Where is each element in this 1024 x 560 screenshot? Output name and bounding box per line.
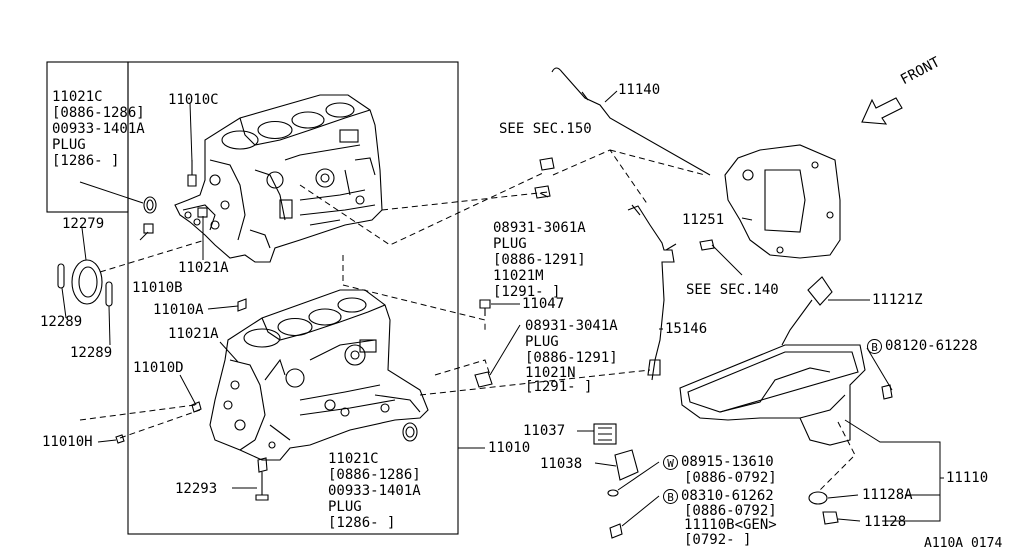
diagram-id: A110A 0174 (924, 536, 1003, 551)
label-range-1291-a: [1291- ] (493, 284, 561, 300)
label-00933-upper: 00933-1401A (52, 121, 145, 137)
label-12289-a: 12289 (40, 314, 83, 330)
label-11021n: 11021N (525, 365, 576, 381)
bolt-11047 (479, 299, 491, 316)
label-08931-3041a: 08931-3041A (525, 318, 618, 334)
bolt-08120 (881, 384, 893, 400)
label-see-sec-150: SEE SEC.150 (499, 121, 592, 137)
dowel-12289-a (57, 263, 65, 289)
lower-plug-11010h (115, 434, 125, 444)
label-11021m: 11021M (493, 268, 544, 284)
oil-pan-11110 (679, 344, 866, 446)
plug-08931-3061a (534, 185, 551, 199)
label-plug-3061a: PLUG (493, 236, 527, 252)
label-11021a-upper: 11021A (178, 260, 229, 276)
part-11037 (593, 423, 617, 445)
washer-11128a (808, 491, 828, 505)
drain-plug-11128 (822, 511, 839, 525)
lower-cup-plug (402, 422, 418, 442)
plug-08931-3041a (474, 371, 493, 388)
upper-plug-11010b (143, 223, 154, 234)
lower-engine-block (209, 289, 429, 461)
label-range-0792: [0792- ] (684, 532, 752, 548)
label-08931-3061a: 08931-3061A (493, 220, 586, 236)
label-range-0886-1286-upper: [0886-1286] (52, 105, 145, 121)
bolt-sec150 (539, 157, 555, 171)
label-08310-text: 08310-61262 (681, 488, 774, 504)
label-11010d: 11010D (133, 360, 184, 376)
rear-plate-11251 (724, 144, 841, 259)
label-11021c-lower: 11021C (328, 451, 379, 467)
label-11010a: 11010A (153, 302, 204, 318)
label-08120-text: 08120-61228 (885, 338, 978, 354)
label-plug-lower: PLUG (328, 499, 362, 515)
bolt-sec140 (699, 239, 715, 251)
label-11038: 11038 (540, 456, 583, 472)
oil-pickup-11121z (781, 276, 833, 346)
dipstick-tube-15146 (627, 205, 675, 381)
dipstick-11140 (551, 67, 711, 176)
label-11021c-upper: 11021C (52, 89, 103, 105)
lower-plug-11010a (237, 298, 247, 312)
label-see-sec-140: SEE SEC.140 (686, 282, 779, 298)
part-11038 (614, 449, 639, 481)
label-11021a-lower: 11021A (168, 326, 219, 342)
label-11010h: 11010H (42, 434, 93, 450)
label-11140: 11140 (618, 82, 661, 98)
drain-bolt-12293 (255, 457, 269, 501)
label-11110: 11110 (946, 470, 989, 486)
label-plug-3041a: PLUG (525, 334, 559, 350)
label-15146: 15146 (665, 321, 708, 337)
label-range-0886-0792-a: [0886-0792] (684, 470, 777, 486)
label-range-1286-lower: [1286- ] (328, 515, 396, 531)
label-range-0886-1286-lower: [0886-1286] (328, 467, 421, 483)
label-11037: 11037 (523, 423, 566, 439)
upper-plug-11010c (187, 160, 197, 187)
label-11010b: 11010B (132, 280, 183, 296)
upper-cup-plug (143, 196, 157, 214)
label-12289-b: 12289 (70, 345, 113, 361)
label-range-1286-upper: [1286- ] (52, 153, 120, 169)
rear-seal-12279 (71, 259, 103, 305)
label-11010c: 11010C (168, 92, 219, 108)
label-range-0886-1291-b: [0886-1291] (525, 350, 618, 366)
label-11010: 11010 (488, 440, 531, 456)
washer-08915 (607, 489, 619, 497)
badge-b-08310: B (663, 488, 678, 504)
label-11047: 11047 (522, 296, 565, 312)
bolt-08310 (609, 523, 623, 539)
label-range-0886-1291-a: [0886-1291] (493, 252, 586, 268)
label-11121z: 11121Z (872, 292, 923, 308)
label-12279: 12279 (62, 216, 105, 232)
label-00933-lower: 00933-1401A (328, 483, 421, 499)
front-arrow-icon (861, 97, 903, 125)
label-11110b-gen: 11110B<GEN> (684, 517, 777, 533)
label-11128a: 11128A (862, 487, 913, 503)
label-plug-upper: PLUG (52, 137, 86, 153)
badge-b-08120: B (867, 338, 882, 354)
label-08915-text: 08915-13610 (681, 454, 774, 470)
upper-engine-block (174, 94, 383, 263)
label-12293: 12293 (175, 481, 218, 497)
dowel-12289-b (105, 281, 113, 307)
upper-plug-11021a (197, 207, 208, 218)
label-11251: 11251 (682, 212, 725, 228)
badge-w-08915: W (663, 454, 678, 470)
label-11128: 11128 (864, 514, 907, 530)
label-range-0886-0792-b: [0886-0792] (684, 503, 777, 519)
lower-plug-11010d (191, 401, 202, 413)
label-range-1291-b: [1291- ] (525, 379, 593, 395)
cylinder-block-frame (127, 61, 459, 535)
